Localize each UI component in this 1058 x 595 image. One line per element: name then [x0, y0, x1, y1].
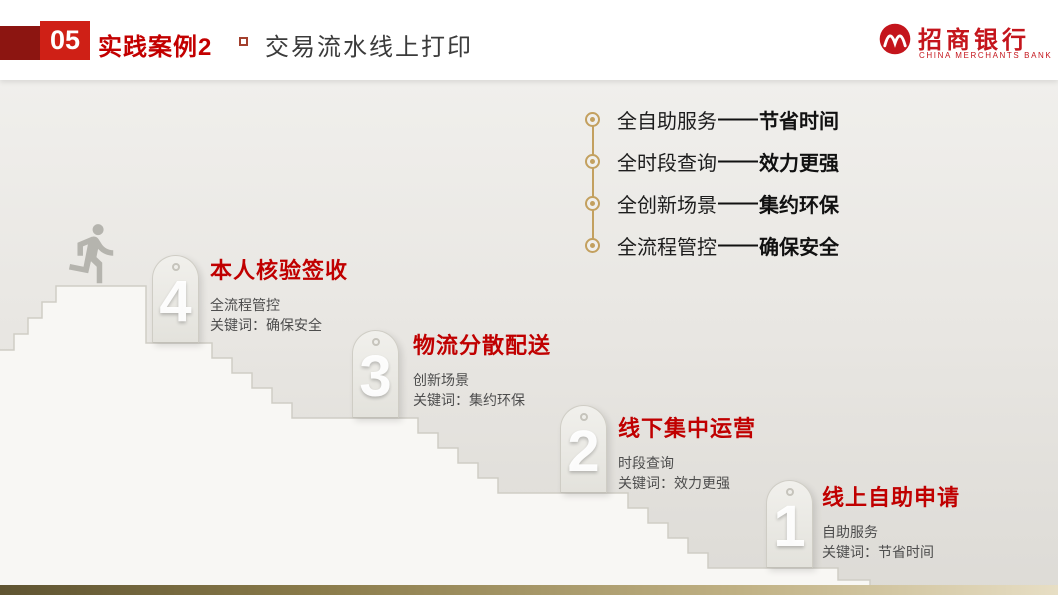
door-step-2: 2: [560, 405, 607, 493]
staircase-illustration: [0, 285, 901, 595]
step-block-3: 物流分散配送 创新场景 关键词：集约环保: [413, 328, 551, 410]
step-subtitle: 全流程管控: [210, 297, 280, 313]
benefits-timeline: 全自助服务——节省时间 全时段查询——效力更强 全创新场景——集约环保 全流程管…: [585, 98, 839, 266]
door-number: 1: [773, 494, 806, 560]
timeline-label: 全时段查询: [617, 152, 717, 175]
timeline-separator: ——: [718, 107, 758, 130]
timeline-value: 效力更强: [759, 152, 839, 175]
door-peephole-icon: [785, 488, 794, 496]
timeline-connector-line: [591, 119, 594, 245]
cmb-logo-en-text: CHINA MERCHANTS BANK: [919, 51, 1053, 60]
timeline-item: 全时段查询——效力更强: [585, 140, 839, 182]
door-step-1: 1: [766, 480, 813, 568]
step-title: 线上自助申请: [822, 485, 961, 510]
step-title: 本人核验签收: [210, 258, 349, 283]
bottom-accent-bar: [0, 585, 1058, 595]
door-peephole-icon: [371, 338, 380, 346]
door-peephole-icon: [579, 413, 588, 421]
step-keyword: 关键词：确保安全: [210, 316, 322, 333]
timeline-separator: ——: [718, 191, 758, 214]
timeline-separator: ——: [718, 233, 758, 256]
step-block-1: 线上自助申请 自助服务 关键词：节省时间: [822, 480, 960, 562]
square-bullet-icon: [239, 37, 248, 46]
timeline-item: 全流程管控——确保安全: [585, 224, 839, 266]
cmb-logo: 招商银行 CHINA MERCHANTS BANK: [878, 18, 1051, 66]
door-number: 4: [159, 269, 192, 335]
timeline-value: 集约环保: [759, 194, 839, 217]
timeline-label: 全自助服务: [617, 110, 717, 133]
timeline-value: 节省时间: [759, 110, 839, 133]
cmb-logo-icon: [879, 23, 911, 55]
step-title: 线下集中运营: [618, 416, 757, 441]
step-keyword: 关键词：效力更强: [618, 474, 730, 491]
running-man-icon: [68, 224, 114, 284]
slide-number-badge: 05: [40, 21, 90, 60]
timeline-value: 确保安全: [759, 236, 839, 259]
page-title: 交易流水线上打印: [265, 34, 473, 61]
step-block-4: 本人核验签收 全流程管控 关键词：确保安全: [210, 253, 348, 335]
slide-header: 05 实践案例2 交易流水线上打印 招商银行 CHINA MERCHANTS B…: [0, 0, 1058, 80]
section-title: 实践案例2: [98, 34, 213, 61]
step-subtitle: 时段查询: [618, 455, 674, 471]
door-step-4: 4: [152, 255, 199, 343]
step-keyword: 关键词：集约环保: [413, 391, 525, 408]
step-block-2: 线下集中运营 时段查询 关键词：效力更强: [618, 411, 756, 493]
timeline-dot-icon: [585, 237, 600, 253]
cmb-logo-cn-text: 招商银行: [918, 25, 1030, 54]
step-title: 物流分散配送: [413, 333, 552, 358]
timeline-item: 全创新场景——集约环保: [585, 182, 839, 224]
step-subtitle: 创新场景: [413, 372, 469, 388]
timeline-dot-icon: [585, 153, 600, 169]
timeline-dot-icon: [585, 111, 600, 127]
timeline-label: 全创新场景: [617, 194, 717, 217]
slide-body: 4 3 2 1 本人核验签收 全流程管控 关键词：确保安全 物流分散配送 创新场…: [0, 80, 1058, 595]
door-step-3: 3: [352, 330, 399, 418]
step-keyword: 关键词：节省时间: [822, 543, 934, 560]
timeline-item: 全自助服务——节省时间: [585, 98, 839, 140]
door-number: 3: [359, 344, 392, 410]
step-subtitle: 自助服务: [822, 524, 878, 540]
door-peephole-icon: [171, 263, 180, 271]
door-number: 2: [567, 419, 600, 485]
timeline-separator: ——: [718, 149, 758, 172]
timeline-label: 全流程管控: [617, 236, 717, 259]
timeline-dot-icon: [585, 195, 600, 211]
